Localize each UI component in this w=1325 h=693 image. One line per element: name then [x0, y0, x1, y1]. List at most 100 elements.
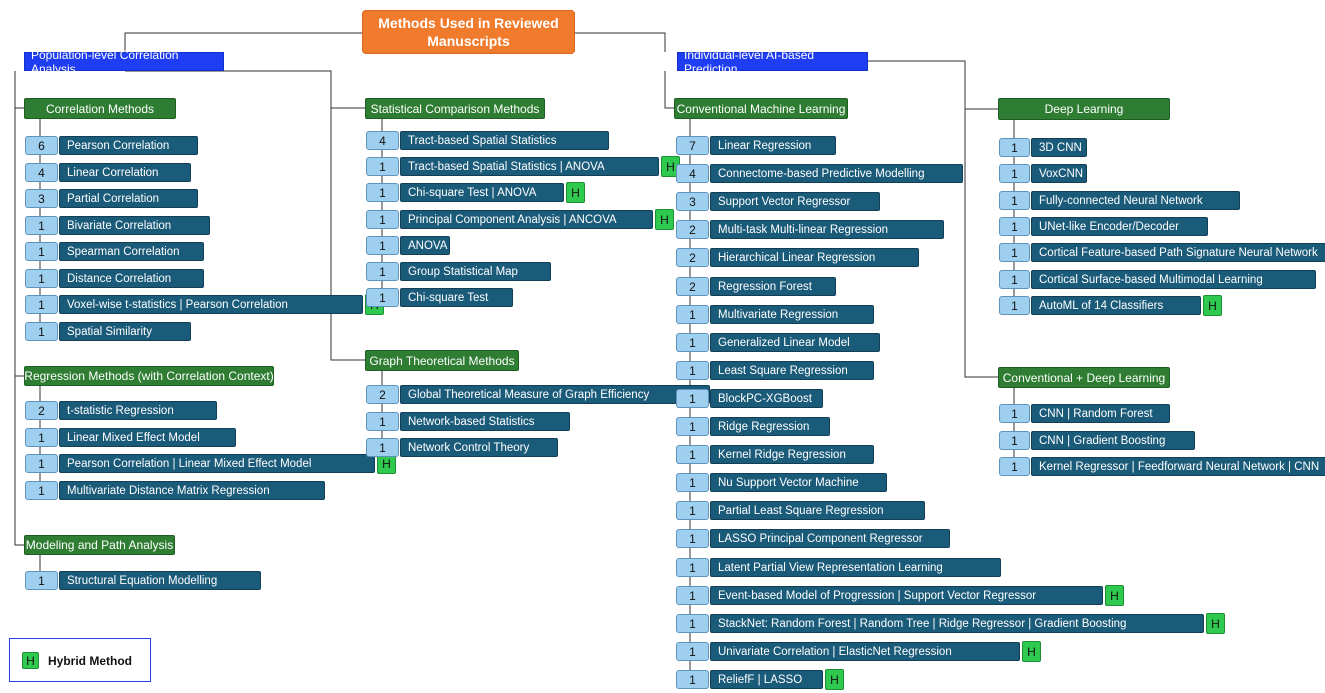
method-label: Chi-square Test | ANOVA [400, 183, 564, 202]
hybrid-badge: H [377, 453, 396, 474]
root-title: Methods Used in Reviewed Manuscripts [378, 15, 559, 49]
method-count: 3 [676, 192, 709, 211]
method-count: 2 [676, 248, 709, 267]
branch-individual-label: Individual-level AI-based Prediction [684, 47, 815, 76]
method-count: 1 [676, 529, 709, 548]
method-count: 1 [366, 412, 399, 431]
method-count: 1 [366, 288, 399, 307]
method-label: Spatial Similarity [59, 322, 191, 341]
method-label: CNN | Random Forest [1031, 404, 1170, 423]
hybrid-badge: H [1203, 295, 1222, 316]
root-node: Methods Used in Reviewed Manuscripts [362, 10, 575, 54]
method-count: 4 [25, 163, 58, 182]
method-count: 1 [366, 236, 399, 255]
method-label: Linear Mixed Effect Model [59, 428, 236, 447]
method-count: 1 [676, 473, 709, 492]
method-label: Chi-square Test [400, 288, 513, 307]
method-label: Hierarchical Linear Regression [710, 248, 919, 267]
method-label: Multi-task Multi-linear Regression [710, 220, 944, 239]
category-graph: Graph Theoretical Methods [365, 350, 519, 371]
method-count: 1 [366, 157, 399, 176]
method-count: 1 [25, 295, 58, 314]
legend-hybrid-tag: H [22, 652, 39, 669]
method-count: 1 [366, 438, 399, 457]
method-label: VoxCNN [1031, 164, 1087, 183]
method-label: BlockPC-XGBoost [710, 389, 823, 408]
method-label: ReliefF | LASSO [710, 670, 823, 689]
branch-population: Population-level Correlation Analysis [24, 48, 224, 76]
branch-individual: Individual-level AI-based Prediction [677, 48, 868, 76]
method-label: Partial Least Square Regression [710, 501, 925, 520]
method-label: Linear Regression [710, 136, 836, 155]
method-count: 1 [999, 191, 1030, 210]
hybrid-badge: H [1105, 585, 1124, 606]
category-deep: Deep Learning [998, 98, 1170, 120]
method-count: 1 [676, 305, 709, 324]
category-regression: Regression Methods (with Correlation Con… [24, 366, 274, 386]
method-label: Linear Correlation [59, 163, 191, 182]
method-count: 1 [676, 333, 709, 352]
method-label: Structural Equation Modelling [59, 571, 261, 590]
method-label: Voxel-wise t-statistics | Pearson Correl… [59, 295, 363, 314]
method-label: Global Theoretical Measure of Graph Effi… [400, 385, 710, 404]
method-label: UNet-like Encoder/Decoder [1031, 217, 1208, 236]
method-count: 1 [25, 454, 58, 473]
method-count: 1 [25, 269, 58, 288]
hybrid-badge: H [566, 182, 585, 203]
method-count: 3 [25, 189, 58, 208]
branch-population-label: Population-level Correlation Analysis [31, 47, 179, 76]
method-label: ANOVA [400, 236, 450, 255]
method-count: 1 [999, 457, 1030, 476]
method-label: Kernel Ridge Regression [710, 445, 874, 464]
method-count: 2 [366, 385, 399, 404]
method-count: 1 [999, 243, 1030, 262]
method-count: 1 [366, 210, 399, 229]
method-label: Multivariate Regression [710, 305, 874, 324]
method-label: Support Vector Regressor [710, 192, 880, 211]
method-count: 1 [25, 216, 58, 235]
method-count: 1 [25, 481, 58, 500]
method-label: AutoML of 14 Classifiers [1031, 296, 1201, 315]
method-count: 1 [999, 217, 1030, 236]
method-label: Tract-based Spatial Statistics | ANOVA [400, 157, 659, 176]
method-label: Latent Partial View Representation Learn… [710, 558, 1001, 577]
method-count: 1 [676, 417, 709, 436]
method-count: 1 [366, 262, 399, 281]
method-count: 1 [25, 322, 58, 341]
category-convdeep: Conventional + Deep Learning [998, 367, 1170, 388]
method-count: 4 [366, 131, 399, 150]
method-count: 1 [25, 242, 58, 261]
method-label: Multivariate Distance Matrix Regression [59, 481, 325, 500]
legend: H Hybrid Method [9, 638, 151, 682]
method-count: 1 [999, 270, 1030, 289]
method-count: 1 [676, 670, 709, 689]
method-count: 1 [676, 361, 709, 380]
method-label: LASSO Principal Component Regressor [710, 529, 950, 548]
hybrid-badge: H [825, 669, 844, 690]
method-label: Spearman Correlation [59, 242, 204, 261]
method-label: Pearson Correlation [59, 136, 198, 155]
method-label: StackNet: Random Forest | Random Tree | … [710, 614, 1204, 633]
method-label: Distance Correlation [59, 269, 204, 288]
method-count: 4 [676, 164, 709, 183]
category-correlation: Correlation Methods [24, 98, 176, 119]
method-count: 2 [25, 401, 58, 420]
method-label: Principal Component Analysis | ANCOVA [400, 210, 653, 229]
method-count: 6 [25, 136, 58, 155]
method-count: 1 [999, 404, 1030, 423]
method-label: Network Control Theory [400, 438, 558, 457]
method-count: 1 [676, 389, 709, 408]
method-count: 1 [999, 138, 1030, 157]
method-count: 1 [676, 642, 709, 661]
method-count: 1 [25, 571, 58, 590]
hybrid-badge: H [1206, 613, 1225, 634]
method-count: 1 [676, 445, 709, 464]
method-count: 2 [676, 220, 709, 239]
method-label: Fully-connected Neural Network [1031, 191, 1240, 210]
method-label: Cortical Feature-based Path Signature Ne… [1031, 243, 1325, 262]
method-label: Group Statistical Map [400, 262, 551, 281]
method-count: 1 [999, 296, 1030, 315]
method-label: Connectome-based Predictive Modelling [710, 164, 963, 183]
method-label: Generalized Linear Model [710, 333, 880, 352]
category-conventional: Conventional Machine Learning [674, 98, 848, 119]
